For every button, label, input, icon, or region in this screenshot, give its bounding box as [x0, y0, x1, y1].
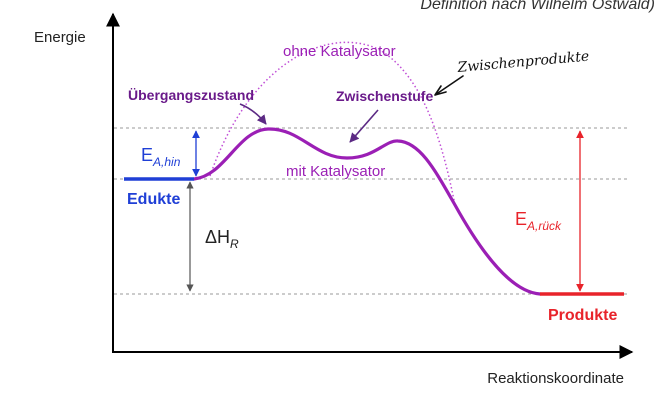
- edukte-label: Edukte: [127, 191, 180, 208]
- dh-label: ΔHR: [205, 227, 239, 251]
- ea-rueck-label: EA,rück: [515, 209, 562, 233]
- uebergangszustand-label: Übergangszustand: [128, 87, 254, 103]
- header-cut-text: Definition nach Wilhelm Ostwald): [420, 0, 655, 13]
- handnote-label: Zwischenprodukte: [456, 49, 590, 77]
- uebergang-pointer-arrow: [239, 103, 267, 125]
- produkte-label: Produkte: [548, 307, 617, 324]
- ea-hin-label: EA,hin: [141, 145, 181, 169]
- x-axis-label: Reaktionskoordinate: [487, 370, 624, 387]
- curve-ohne-katalysator: [209, 41, 456, 206]
- ohne-katalysator-label: ohne Katalysator: [283, 43, 396, 60]
- curve-mit-katalysator: [192, 127, 542, 296]
- y-axis-label: Energie: [34, 29, 86, 46]
- mit-katalysator-label: mit Katalysator: [286, 163, 385, 180]
- zwischen-pointer-arrow: [349, 109, 379, 143]
- handnote-arrow: [434, 75, 464, 96]
- zwischenstufe-label: Zwischenstufe: [336, 88, 433, 104]
